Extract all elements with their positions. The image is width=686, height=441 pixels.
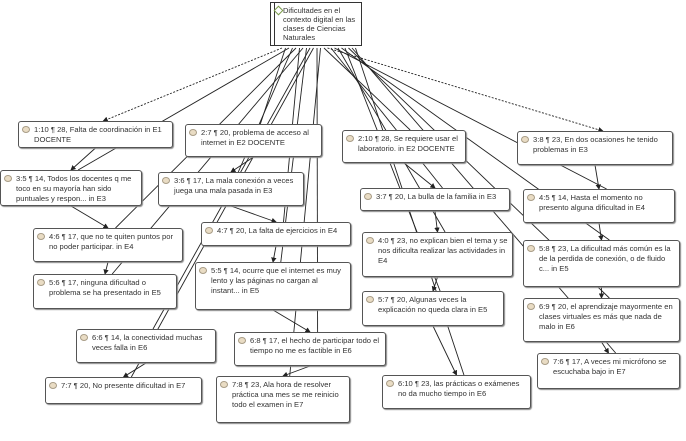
relation-arrow (230, 156, 254, 173)
relation-arrow (601, 341, 609, 354)
node-label: 3:5 ¶ 14, Todos los docentes q me toco e… (16, 174, 132, 203)
relation-arrow (598, 222, 604, 241)
node-label: 5:8 ¶ 23, La dificultad más común es la … (539, 244, 671, 273)
node-label: 6:10 ¶ 23, las prácticas o exámenes no d… (398, 379, 520, 398)
node-label: 7:6 ¶ 17, A veces mi micrófono se escuch… (553, 357, 667, 376)
quotation-node[interactable]: 6:8 ¶ 17, el hecho de participar todo el… (234, 332, 386, 366)
quotation-node[interactable]: 4:7 ¶ 20, La falta de ejercicios in E4 (201, 222, 351, 246)
node-label: 1:10 ¶ 28, Falta de coordinación in E1 D… (34, 125, 162, 144)
relation-arrow (230, 205, 277, 224)
root-link-line (102, 47, 283, 122)
quotation-icon (4, 175, 12, 182)
relation-arrow (432, 325, 457, 376)
quotation-node[interactable]: 3:7 ¶ 20, La bulla de la familia in E3 (360, 188, 510, 211)
node-label: 3:7 ¶ 20, La bulla de la familia in E3 (376, 192, 497, 201)
root-link-line (289, 47, 321, 377)
quotation-icon (521, 136, 529, 143)
quotation-icon (346, 135, 354, 142)
quotation-icon (37, 279, 45, 286)
relation-arrow (70, 205, 109, 229)
relation-arrow (271, 245, 277, 263)
quotation-icon (189, 129, 197, 136)
quotation-node[interactable]: 4:5 ¶ 14, Hasta el momento no presento a… (523, 189, 675, 223)
node-label: 6:6 ¶ 14, la conectividad muchas veces f… (92, 333, 203, 352)
node-label: 5:7 ¶ 20, Algunas veces la explicación n… (378, 295, 488, 314)
node-label: 3:6 ¶ 17, La mala conexión a veces juega… (174, 176, 294, 195)
root-link-line (334, 47, 607, 190)
quotation-node[interactable]: 7:6 ¶ 17, A veces mi micrófono se escuch… (537, 353, 680, 389)
node-label: 3:8 ¶ 23, En dos ocasiones he tenido pro… (533, 135, 658, 154)
quotation-node[interactable]: 2:10 ¶ 28, Se requiere usar el laborator… (342, 130, 466, 163)
quotation-node[interactable]: 4:0 ¶ 23, no explican bien el tema y se … (362, 232, 513, 277)
relation-arrow (403, 162, 436, 189)
quotation-node[interactable]: 6:10 ¶ 23, las prácticas o exámenes no d… (382, 375, 531, 409)
relation-arrow (434, 210, 440, 233)
node-label: 4:0 ¶ 23, no explican bien el tema y se … (378, 236, 508, 265)
quotation-icon (199, 267, 207, 274)
node-label: 6:8 ¶ 17, el hecho de participar todo el… (250, 336, 380, 355)
quotation-node[interactable]: 6:9 ¶ 20, el aprendizaje mayormente en c… (523, 298, 680, 342)
relation-arrow (431, 276, 438, 292)
relation-arrow (70, 147, 96, 171)
quotation-icon (364, 193, 372, 200)
node-label: 5:6 ¶ 17, ninguna dificultad o problema … (49, 278, 161, 297)
quotation-node[interactable]: 1:10 ¶ 28, Falta de coordinación in E1 D… (18, 121, 173, 148)
quotation-icon (162, 177, 170, 184)
root-code-node[interactable]: Dificultades en el contexto digital en l… (270, 2, 362, 46)
quotation-icon (527, 303, 535, 310)
quotation-icon (205, 227, 213, 234)
relation-arrow (282, 365, 311, 377)
quotation-icon (527, 245, 535, 252)
relation-arrow (594, 164, 601, 190)
quotation-icon (541, 358, 549, 365)
node-label: 2:10 ¶ 28, Se requiere usar el laborator… (358, 134, 458, 153)
root-link-line (330, 47, 443, 189)
root-link-line (327, 47, 604, 133)
quotation-node[interactable]: 3:5 ¶ 14, Todos los docentes q me toco e… (0, 170, 142, 206)
quotation-icon (238, 337, 246, 344)
quotation-node[interactable]: 7:7 ¶ 20, No presente dificultad in E7 (45, 377, 202, 404)
code-diamond-icon (273, 5, 284, 16)
quotation-icon (49, 382, 57, 389)
quotation-icon (527, 194, 535, 201)
relation-arrow (272, 309, 311, 333)
quotation-icon (80, 334, 88, 341)
quotation-node[interactable]: 2:7 ¶ 20, problema de acceso al internet… (185, 124, 322, 157)
quotation-node[interactable]: 4:6 ¶ 17, que no te quiten puntos por no… (33, 228, 183, 262)
root-link-line (130, 47, 314, 378)
node-label: 5:5 ¶ 14, ocurre que el internet es muy … (211, 266, 341, 295)
root-link-line (323, 47, 411, 131)
quotation-icon (366, 237, 374, 244)
quotation-node[interactable]: 5:6 ¶ 17, ninguna dificultad o problema … (33, 274, 177, 309)
node-label: 2:7 ¶ 20, problema de acceso al internet… (201, 128, 309, 147)
relation-arrow (103, 261, 109, 275)
quotation-icon (220, 381, 228, 388)
quotation-node[interactable]: 3:8 ¶ 23, En dos ocasiones he tenido pro… (517, 131, 673, 165)
quotation-icon (37, 233, 45, 240)
quotation-node[interactable]: 6:6 ¶ 14, la conectividad muchas veces f… (76, 329, 216, 363)
quotation-node[interactable]: 3:6 ¶ 17, La mala conexión a veces juega… (158, 172, 304, 206)
node-label: 7:7 ¶ 20, No presente dificultad in E7 (61, 381, 186, 390)
quotation-node[interactable]: 7:8 ¶ 23, Ala hora de resolver práctica … (216, 376, 350, 423)
quotation-icon (386, 380, 394, 387)
node-label: 6:9 ¶ 20, el aprendizaje mayormente en c… (539, 302, 673, 331)
quotation-icon (22, 126, 30, 133)
node-label: 7:8 ¶ 23, Ala hora de resolver práctica … (232, 380, 339, 409)
quotation-node[interactable]: 5:5 ¶ 14, ocurre que el internet es muy … (195, 262, 351, 310)
relation-arrow (122, 362, 147, 378)
quotation-node[interactable]: 5:8 ¶ 23, La dificultad más común es la … (523, 240, 680, 287)
root-link-line (77, 47, 290, 171)
root-label: Dificultades en el contexto digital en l… (283, 6, 356, 42)
node-label: 4:5 ¶ 14, Hasta el momento no presento a… (539, 193, 645, 212)
quotation-node[interactable]: 5:7 ¶ 20, Algunas veces la explicación n… (362, 291, 504, 326)
node-label: 4:7 ¶ 20, La falta de ejercicios in E4 (217, 226, 338, 235)
quotation-icon (366, 296, 374, 303)
node-label: 4:6 ¶ 17, que no te quiten puntos por no… (49, 232, 173, 251)
